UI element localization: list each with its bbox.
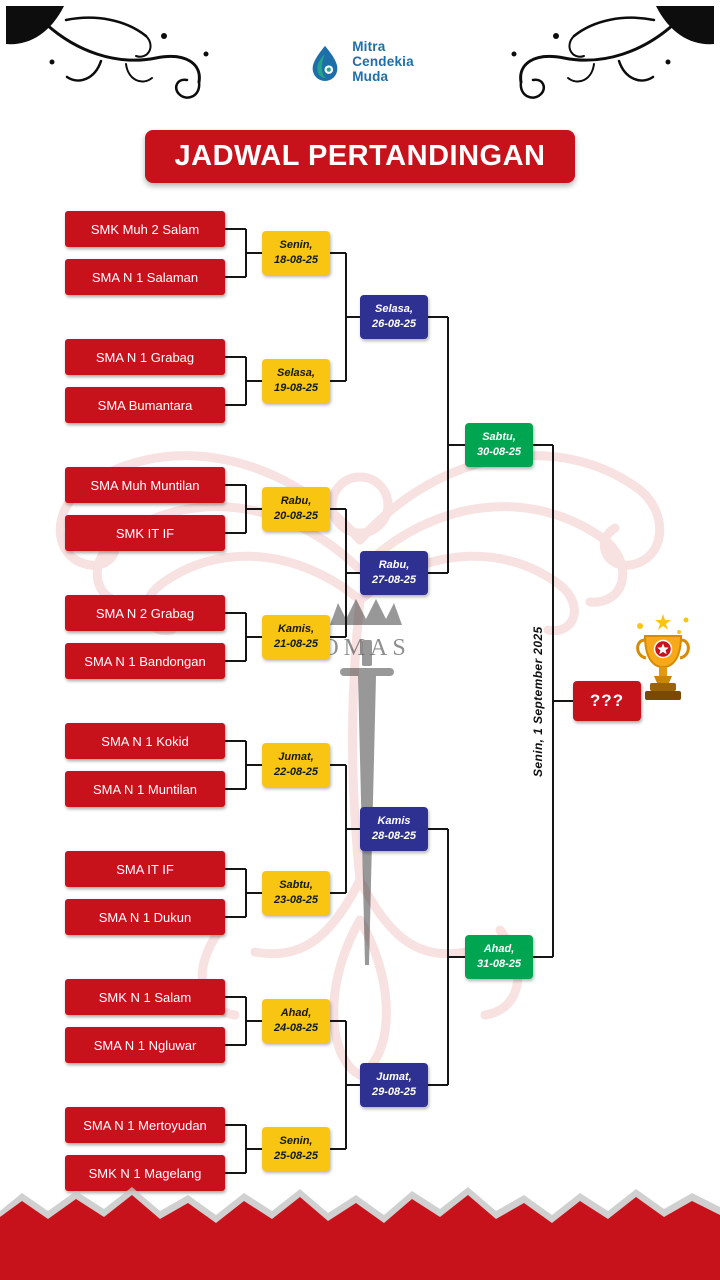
- date-day: Ahad,: [280, 1007, 312, 1020]
- page-title: JADWAL PERTANDINGAN: [145, 130, 575, 183]
- date-value: 19-08-25: [273, 382, 319, 394]
- final-winner-box: ???: [573, 681, 641, 721]
- round2-date: Jumat, 29-08-25: [360, 1063, 428, 1107]
- flourish-ornament-right: [511, 6, 714, 99]
- final-date: Senin, 1 September 2025: [531, 626, 545, 778]
- date-day: Kamis,: [277, 623, 315, 636]
- team-box: SMK N 1 Salam: [65, 979, 225, 1015]
- date-value: 21-08-25: [273, 638, 319, 650]
- date-value: 27-08-25: [371, 574, 417, 586]
- logo-wordmark: Mitra Cendekia Muda: [352, 39, 414, 85]
- date-day: Sabtu,: [279, 879, 313, 892]
- date-day: Selasa,: [375, 303, 413, 316]
- logo-line-1: Mitra: [352, 39, 386, 54]
- date-day: Selasa,: [277, 367, 315, 380]
- date-value: 25-08-25: [273, 1150, 319, 1162]
- date-day: Rabu,: [378, 559, 410, 572]
- trophy-icon: [636, 614, 690, 700]
- logo-line-3: Muda: [352, 68, 389, 84]
- semifinal-date: Sabtu, 30-08-25: [465, 423, 533, 467]
- date-day: Sabtu,: [482, 431, 516, 444]
- team-box: SMA N 1 Mertoyudan: [65, 1107, 225, 1143]
- watermark-text: OMAS: [321, 635, 410, 661]
- semifinal-date: Ahad, 31-08-25: [465, 935, 533, 979]
- team-box: SMA Muh Muntilan: [65, 467, 225, 503]
- team-box: SMA N 1 Muntilan: [65, 771, 225, 807]
- date-day: Senin,: [279, 1135, 313, 1148]
- team-box: SMA N 1 Dukun: [65, 899, 225, 935]
- date-day: Jumat,: [278, 751, 314, 764]
- round1-date: Kamis, 21-08-25: [262, 615, 330, 659]
- logo-drop-icon: [312, 46, 338, 82]
- team-box: SMK Muh 2 Salam: [65, 211, 225, 247]
- round1-date: Jumat, 22-08-25: [262, 743, 330, 787]
- date-day: Kamis: [377, 815, 411, 828]
- team-box: SMA N 1 Grabag: [65, 339, 225, 375]
- team-box: SMA N 1 Bandongan: [65, 643, 225, 679]
- round1-date: Senin, 25-08-25: [262, 1127, 330, 1171]
- round1-date: Senin, 18-08-25: [262, 231, 330, 275]
- team-box: SMA N 1 Kokid: [65, 723, 225, 759]
- date-value: 26-08-25: [371, 318, 417, 330]
- round2-date: Kamis 28-08-25: [360, 807, 428, 851]
- date-day: Senin,: [279, 239, 313, 252]
- team-box: SMA IT IF: [65, 851, 225, 887]
- round1-date: Sabtu, 23-08-25: [262, 871, 330, 915]
- round1-date: Selasa, 19-08-25: [262, 359, 330, 403]
- date-day: Rabu,: [280, 495, 312, 508]
- date-day: Jumat,: [376, 1071, 412, 1084]
- team-box: SMA N 1 Ngluwar: [65, 1027, 225, 1063]
- logo-line-2: Cendekia: [352, 53, 414, 69]
- team-box: SMA Bumantara: [65, 387, 225, 423]
- team-box: SMA N 2 Grabag: [65, 595, 225, 631]
- team-box: SMK IT IF: [65, 515, 225, 551]
- date-value: 24-08-25: [273, 1022, 319, 1034]
- team-box: SMA N 1 Salaman: [65, 259, 225, 295]
- team-box: SMK N 1 Magelang: [65, 1155, 225, 1191]
- round1-date: Rabu, 20-08-25: [262, 487, 330, 531]
- round1-date: Ahad, 24-08-25: [262, 999, 330, 1043]
- flourish-ornament-left: [6, 6, 209, 99]
- date-value: 23-08-25: [273, 894, 319, 906]
- date-value: 18-08-25: [273, 254, 319, 266]
- date-value: 30-08-25: [476, 446, 522, 458]
- round2-date: Rabu, 27-08-25: [360, 551, 428, 595]
- date-value: 31-08-25: [476, 958, 522, 970]
- organization-logo: Mitra Cendekia Muda: [0, 39, 720, 85]
- torn-paper-edge: [0, 1187, 720, 1280]
- date-value: 29-08-25: [371, 1086, 417, 1098]
- round2-date: Selasa, 26-08-25: [360, 295, 428, 339]
- date-value: 22-08-25: [273, 766, 319, 778]
- date-value: 28-08-25: [371, 830, 417, 842]
- date-day: Ahad,: [483, 943, 515, 956]
- date-value: 20-08-25: [273, 510, 319, 522]
- emblem-watermark: [330, 599, 402, 965]
